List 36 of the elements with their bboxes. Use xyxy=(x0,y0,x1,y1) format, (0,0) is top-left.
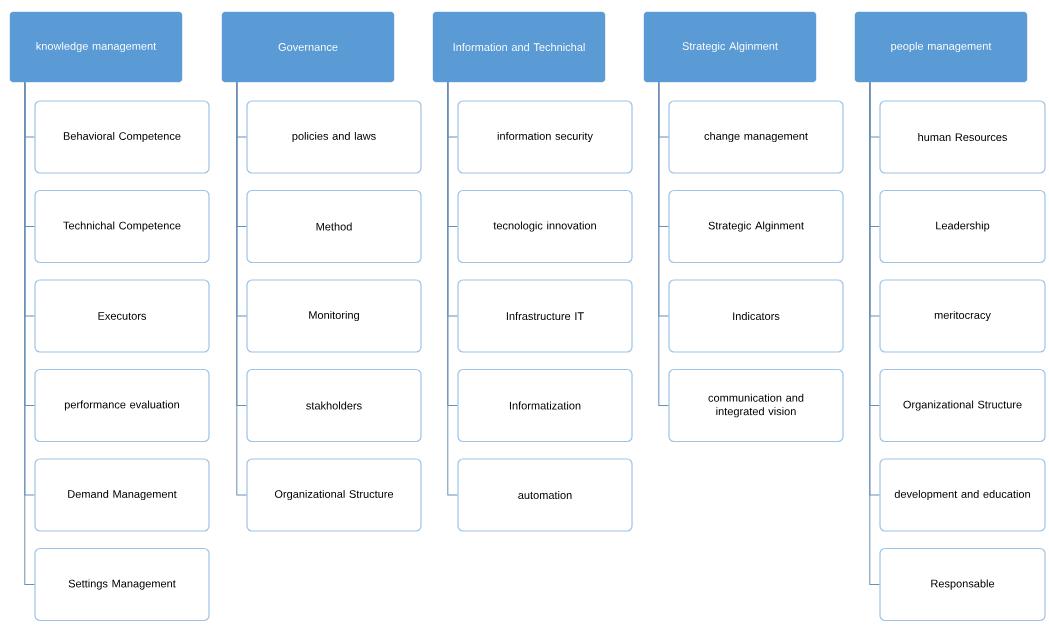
item-box: human Resources xyxy=(879,100,1046,174)
item-box: Organizational Structure xyxy=(879,368,1046,443)
connector-line xyxy=(236,81,247,496)
item-box: Technichal Competence xyxy=(34,189,210,264)
item-box: Behavioral Competence xyxy=(34,100,210,174)
category-box: knowledge management xyxy=(9,11,183,83)
connector-line xyxy=(447,81,458,496)
item-box: tecnologic innovation xyxy=(457,189,633,264)
category-box: Information and Technichal xyxy=(432,11,606,83)
item-box: stakholders xyxy=(246,368,422,443)
category-box: Strategic Alginment xyxy=(643,11,817,83)
item-box: performance evaluation xyxy=(34,368,210,443)
item-box: Strategic Alginment xyxy=(668,189,844,264)
item-box: policies and laws xyxy=(246,100,422,174)
item-box: change management xyxy=(668,100,844,174)
item-box: meritocracy xyxy=(879,279,1046,353)
item-box: information security xyxy=(457,100,633,174)
item-box: Informatization xyxy=(457,368,633,443)
connector-line xyxy=(658,81,669,406)
item-box: Responsable xyxy=(879,547,1046,622)
item-box: communication and integrated vision xyxy=(668,368,844,443)
item-box: Infrastructure IT xyxy=(457,279,633,353)
connector-line xyxy=(24,81,35,585)
item-box: Executors xyxy=(34,279,210,353)
item-box: Monitoring xyxy=(246,279,422,353)
item-box: automation xyxy=(457,458,633,532)
item-box: development and education xyxy=(879,458,1046,532)
connector-line xyxy=(869,81,880,585)
item-box: Indicators xyxy=(668,279,844,353)
item-box: Demand Management xyxy=(34,458,210,532)
item-box: Leadership xyxy=(879,189,1046,264)
item-box: Organizational Structure xyxy=(246,458,422,532)
category-box: Governance xyxy=(221,11,395,83)
category-box: people management xyxy=(854,11,1028,83)
item-box: Settings Management xyxy=(34,547,210,622)
item-box: Method xyxy=(246,189,422,264)
